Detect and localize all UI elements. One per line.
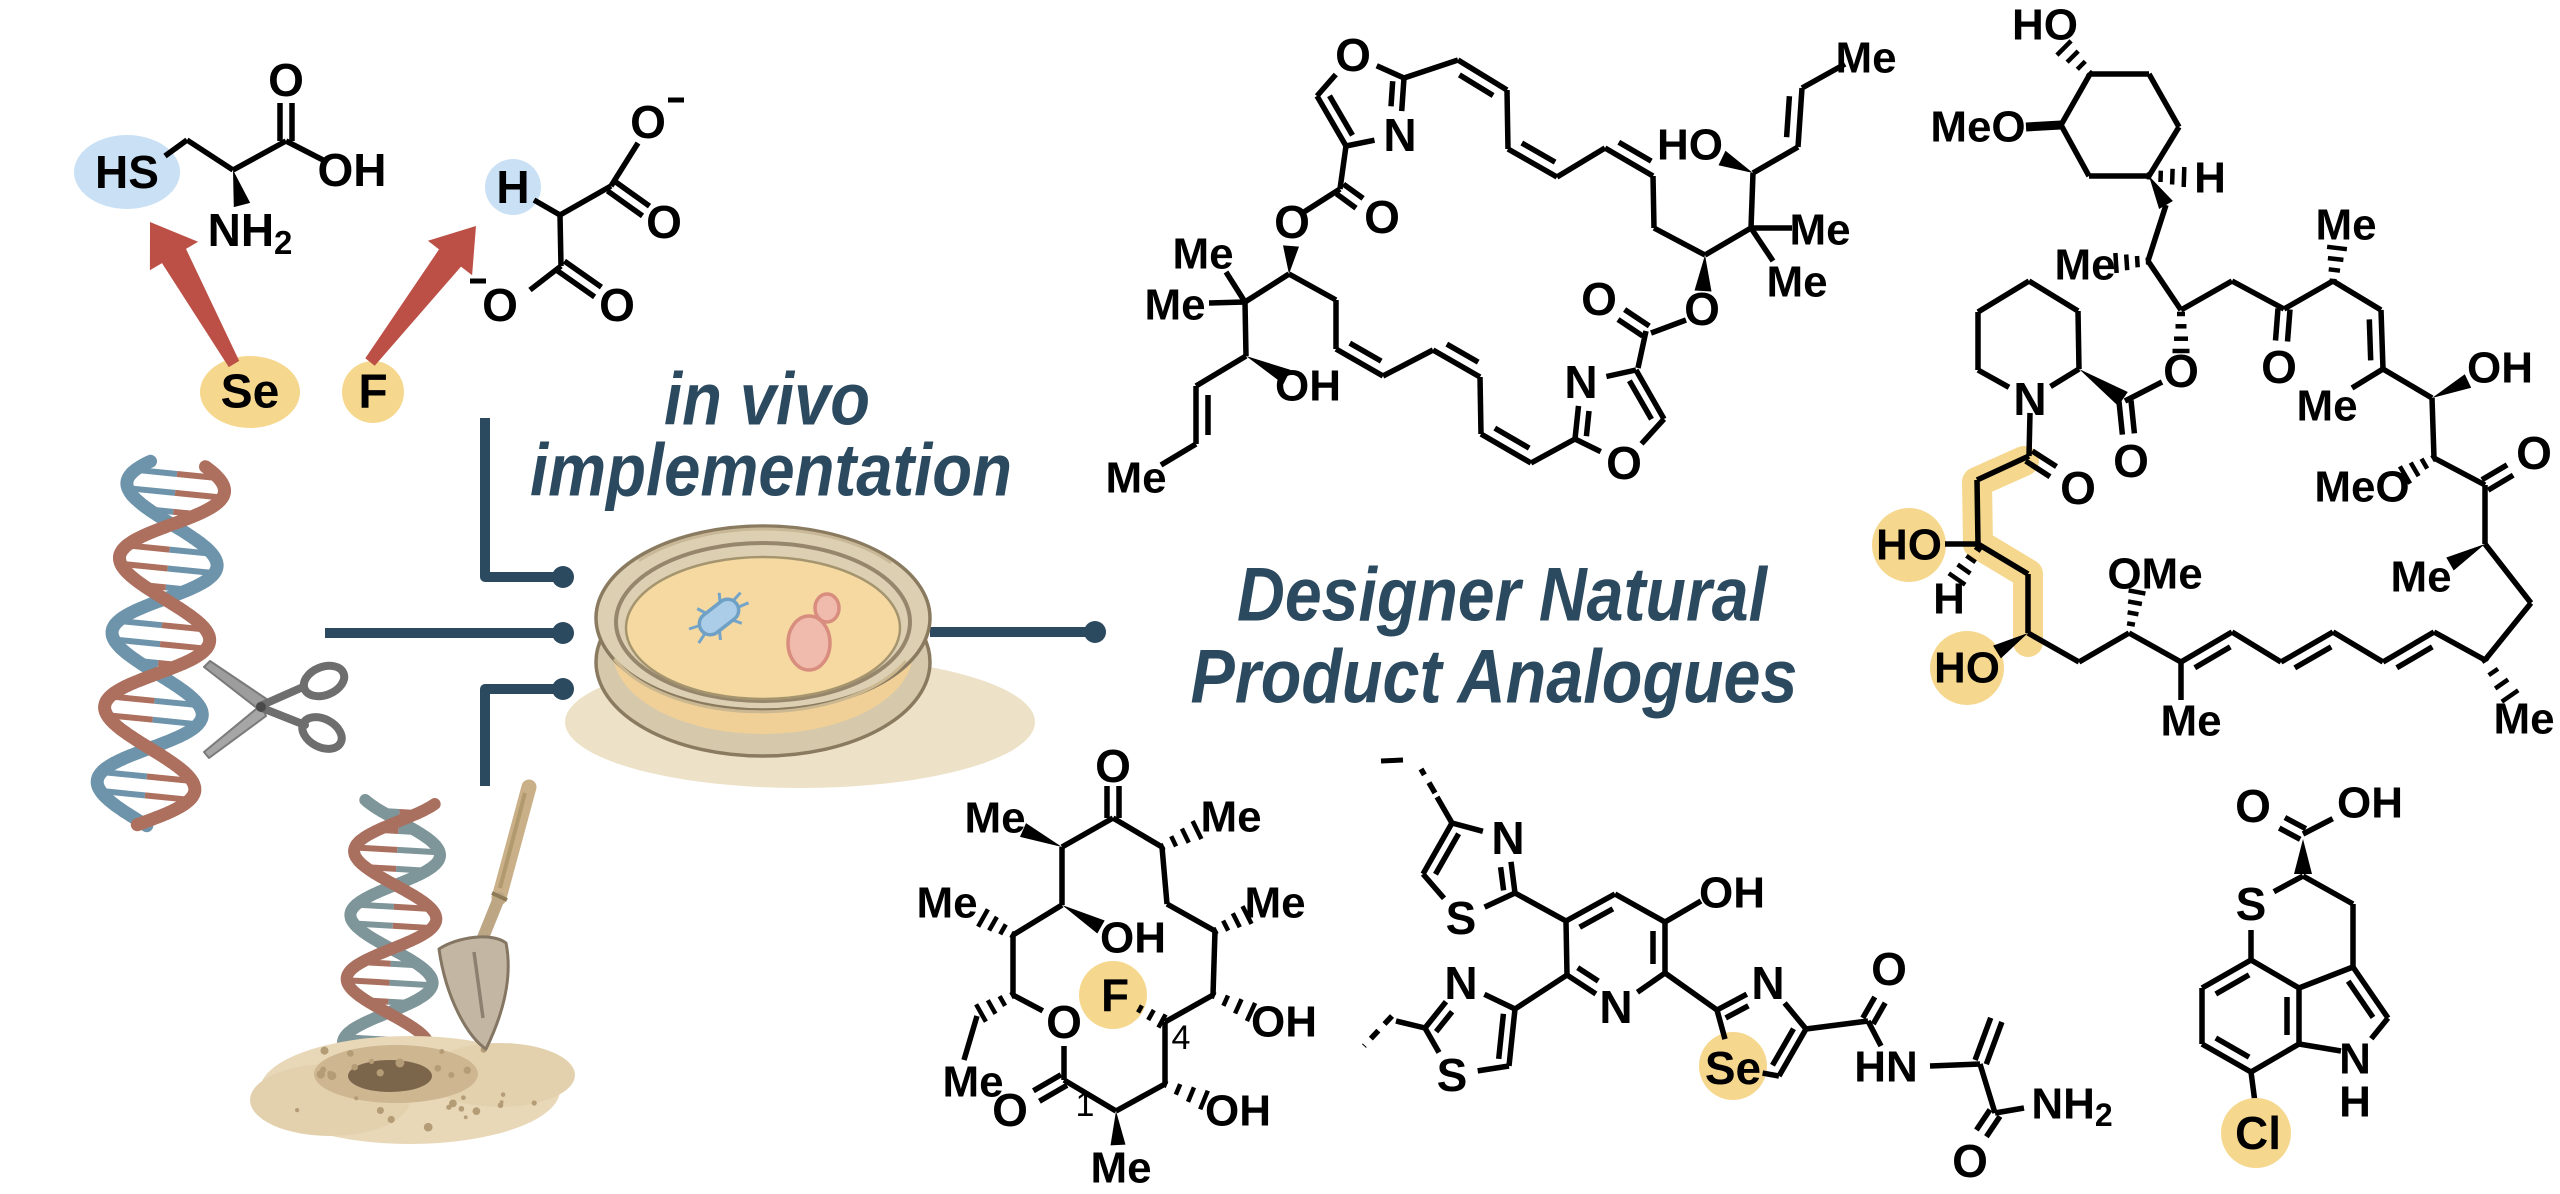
svg-text:Me: Me (1789, 206, 1850, 255)
svg-text:O: O (1095, 740, 1131, 792)
svg-text:MeO: MeO (1930, 103, 2025, 152)
svg-text:O: O (630, 96, 666, 148)
svg-text:HO: HO (1876, 521, 1942, 570)
svg-text:O: O (2261, 341, 2297, 393)
svg-text:Me: Me (2160, 697, 2221, 746)
svg-text:OH: OH (1275, 362, 1341, 411)
svg-text:HS: HS (95, 146, 159, 198)
svg-text:N: N (1751, 957, 1784, 1009)
svg-text:O: O (2113, 435, 2149, 487)
svg-text:Me: Me (1090, 1144, 1151, 1193)
svg-text:N: N (1599, 981, 1632, 1033)
svg-text:O: O (646, 196, 682, 248)
svg-text:O: O (2163, 345, 2199, 397)
svg-text:OH: OH (1251, 998, 1317, 1047)
svg-text:Me: Me (1172, 230, 1233, 279)
svg-text:OH: OH (1100, 914, 1166, 963)
svg-text:OH: OH (318, 144, 387, 196)
svg-text:Me: Me (1200, 793, 1261, 842)
svg-text:N: N (1444, 957, 1477, 1009)
svg-text:Se: Se (1705, 1042, 1761, 1094)
svg-text:O: O (1684, 283, 1720, 335)
svg-text:O: O (1335, 29, 1371, 81)
svg-text:NH2: NH2 (208, 204, 293, 261)
svg-text:N: N (2013, 373, 2046, 425)
svg-text:implementation: implementation (530, 429, 1012, 512)
svg-text:O: O (1952, 1135, 1988, 1187)
svg-text:Designer Natural: Designer Natural (1237, 553, 1769, 638)
svg-text:H: H (1933, 575, 1965, 624)
svg-text:O: O (1581, 273, 1617, 325)
svg-text:Me: Me (1105, 454, 1166, 503)
svg-text:Cl: Cl (2235, 1107, 2281, 1159)
svg-text:N: N (1491, 812, 1524, 864)
svg-text:O: O (1364, 191, 1400, 243)
svg-text:Me: Me (2315, 201, 2376, 250)
svg-text:S: S (1437, 1049, 1468, 1101)
svg-text:HN: HN (1854, 1043, 1918, 1092)
svg-text:F: F (1101, 969, 1129, 1021)
svg-text:OH: OH (1205, 1087, 1271, 1136)
svg-text:O: O (1871, 943, 1907, 995)
svg-text:MeO: MeO (2314, 463, 2409, 512)
svg-text:OH: OH (2467, 344, 2533, 393)
svg-text:O: O (2235, 780, 2271, 832)
svg-text:HO: HO (1657, 121, 1723, 170)
svg-text:S: S (2236, 878, 2267, 930)
svg-text:O: O (482, 279, 518, 331)
svg-text:OH: OH (2337, 779, 2403, 828)
svg-text:O: O (992, 1084, 1028, 1136)
svg-text:Me: Me (2054, 241, 2115, 290)
svg-text:H: H (496, 161, 529, 213)
svg-text:Me: Me (1766, 258, 1827, 307)
svg-text:OMe: OMe (2107, 550, 2202, 599)
svg-text:Me: Me (916, 879, 977, 928)
svg-text:Me: Me (2493, 695, 2554, 744)
svg-text:OH: OH (1699, 869, 1765, 918)
svg-text:Me: Me (2296, 382, 2357, 431)
svg-text:Me: Me (964, 794, 1025, 843)
svg-text:Product Analogues: Product Analogues (1191, 635, 1798, 720)
svg-text:O: O (1606, 437, 1642, 489)
svg-text:N: N (2339, 1035, 2371, 1084)
svg-text:Me: Me (2390, 553, 2451, 602)
svg-text:N: N (1383, 109, 1416, 161)
svg-text:O: O (1046, 996, 1082, 1048)
svg-text:Me: Me (1835, 34, 1896, 83)
svg-text:Se: Se (221, 366, 280, 419)
svg-text:Me: Me (1144, 281, 1205, 330)
svg-text:HO: HO (1934, 644, 2000, 693)
svg-text:O: O (2060, 462, 2096, 514)
svg-text:1: 1 (1076, 1086, 1095, 1124)
svg-text:O: O (2516, 427, 2552, 479)
svg-text:H: H (2194, 154, 2226, 203)
svg-text:Me: Me (1244, 879, 1305, 928)
svg-text:F: F (358, 366, 387, 419)
svg-text:O: O (268, 54, 304, 106)
svg-text:N: N (1564, 356, 1597, 408)
svg-text:O: O (599, 279, 635, 331)
svg-text:O: O (1274, 196, 1310, 248)
svg-text:4: 4 (1172, 1019, 1191, 1057)
svg-text:H: H (2339, 1078, 2371, 1127)
svg-text:S: S (1446, 892, 1477, 944)
svg-text:HO: HO (2012, 1, 2078, 50)
svg-text:Me: Me (942, 1058, 1003, 1107)
svg-text:in vivo: in vivo (664, 358, 870, 441)
